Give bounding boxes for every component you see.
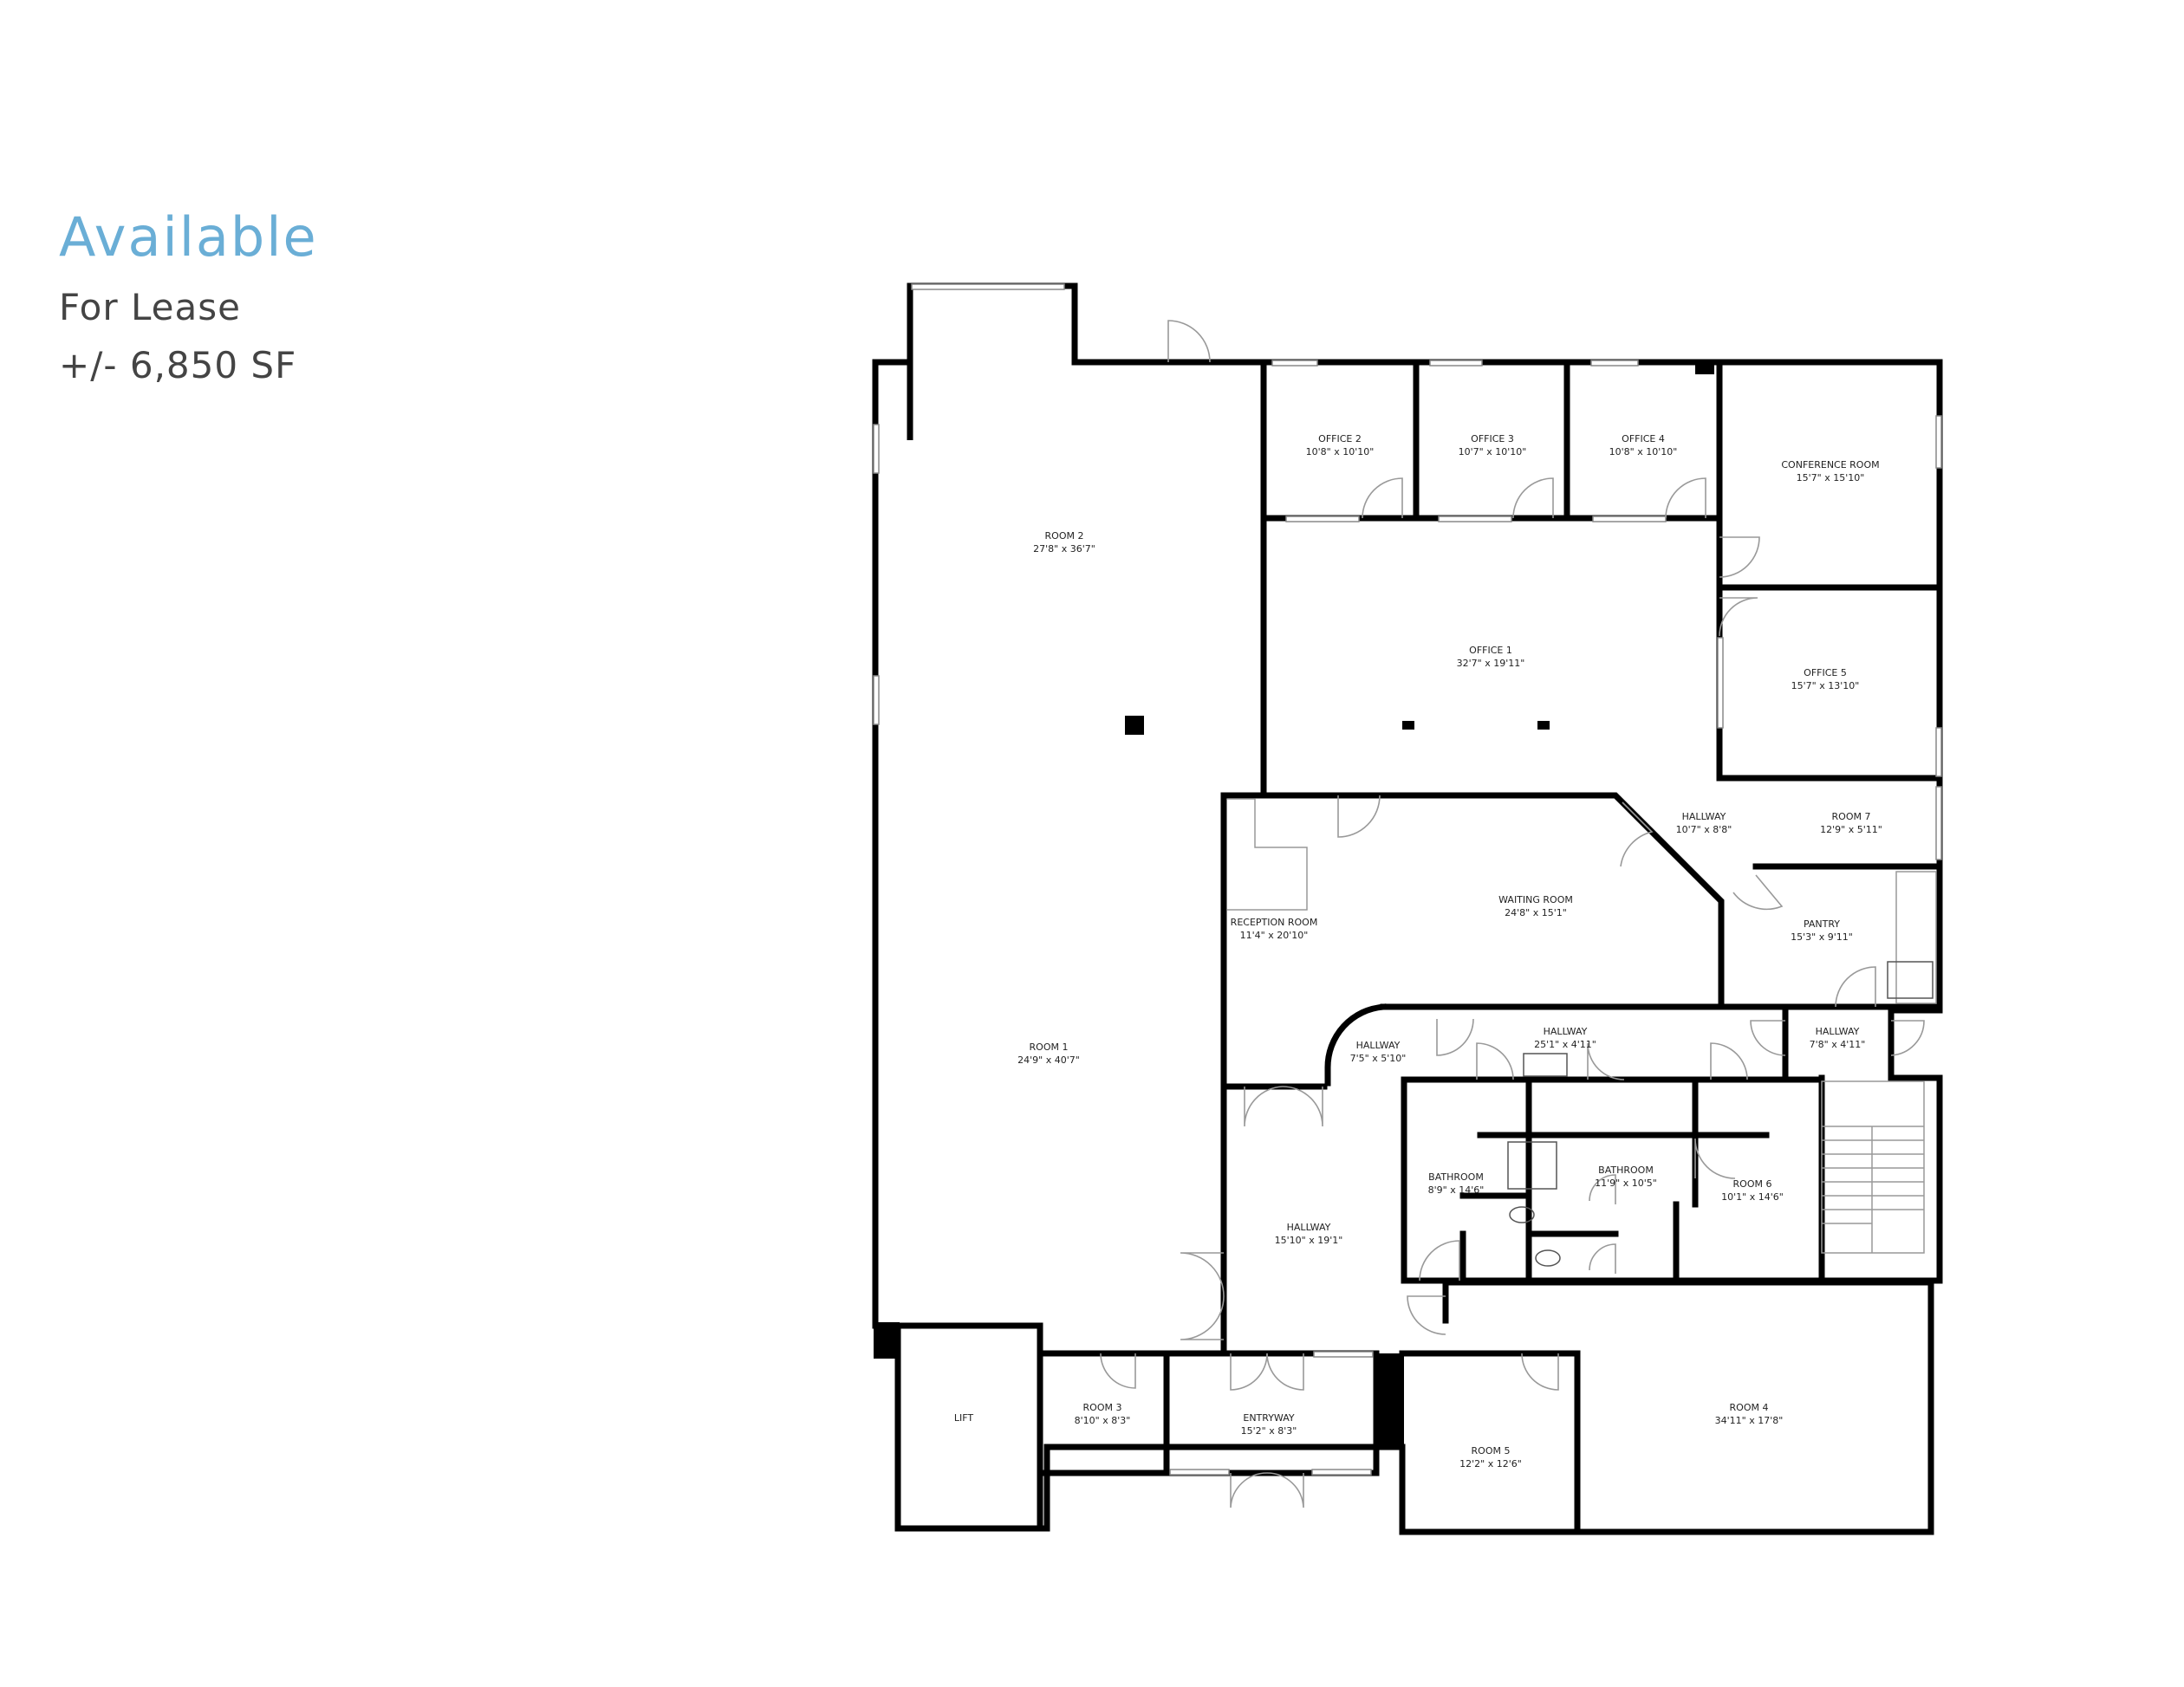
room-dims-office2: 10'8" x 10'10" (1306, 446, 1375, 457)
room-label-bathroom1: BATHROOM (1428, 1171, 1484, 1183)
wall-pillar-2 (1376, 1353, 1404, 1447)
room-dims-office5: 15'7" x 13'10" (1791, 680, 1860, 691)
exterior-walls (872, 282, 1943, 1535)
room-label-bathroom2: BATHROOM (1598, 1165, 1654, 1176)
room-dims-waiting: 24'8" x 15'1" (1505, 907, 1567, 918)
room-dims-entryway: 15'2" x 8'3" (1241, 1425, 1297, 1437)
room-label-room2: ROOM 2 (1045, 530, 1084, 542)
room-label-room5: ROOM 5 (1472, 1445, 1511, 1457)
square-footage: +/- 6,850 SF (59, 343, 297, 386)
listing-header: Available For Lease +/- 6,850 SF (59, 206, 318, 402)
room-dims-room5: 12'2" x 12'6" (1459, 1458, 1522, 1470)
room-dims-hallway2: 7'5" x 5'10" (1350, 1053, 1407, 1064)
room-label-room3: ROOM 3 (1083, 1402, 1122, 1413)
room-dims-room2: 27'8" x 36'7" (1033, 543, 1095, 555)
room-label-conference: CONFERENCE ROOM (1781, 459, 1879, 470)
room-label-entryway: ENTRYWAY (1243, 1412, 1295, 1424)
room-label-lift: LIFT (954, 1412, 974, 1424)
room-label-office5: OFFICE 5 (1804, 667, 1847, 678)
sink-counter (1523, 1053, 1568, 1077)
room-label-hallway1: HALLWAY (1682, 811, 1726, 822)
doors (1100, 320, 1925, 1509)
wall-pillar (874, 1322, 900, 1359)
column-3 (1537, 721, 1550, 730)
room-label-office4: OFFICE 4 (1622, 433, 1665, 444)
toilet (1509, 1206, 1535, 1223)
room-label-room4: ROOM 4 (1730, 1402, 1769, 1413)
room-label-reception: RECEPTION ROOM (1231, 917, 1318, 928)
room-dims-bathroom1: 8'9" x 14'6" (1428, 1184, 1485, 1196)
room-label-hallway3: HALLWAY (1544, 1026, 1588, 1037)
wall-notch (1695, 362, 1714, 374)
room-dims-hallway3: 25'1" x 4'11" (1534, 1039, 1596, 1050)
room-label-hallway4: HALLWAY (1816, 1026, 1860, 1037)
room-label-room7: ROOM 7 (1832, 811, 1871, 822)
room-label-office2: OFFICE 2 (1318, 433, 1362, 444)
pantry-counter (1895, 871, 1937, 1004)
room-dims-room1: 24'9" x 40'7" (1017, 1054, 1080, 1066)
column (1125, 716, 1144, 735)
lease-type: For Lease (59, 286, 241, 329)
room-dims-hallway4: 7'8" x 4'11" (1810, 1039, 1866, 1050)
room-label-room6: ROOM 6 (1733, 1178, 1772, 1190)
reception-desk (1227, 798, 1308, 911)
room-dims-bathroom2: 11'9" x 10'5" (1595, 1178, 1657, 1189)
toilet-2 (1535, 1249, 1561, 1267)
room-label-waiting: WAITING ROOM (1498, 894, 1573, 905)
room-dims-conference: 15'7" x 15'10" (1797, 472, 1865, 483)
sink-vanity (1507, 1141, 1557, 1190)
appliance (1887, 961, 1934, 999)
availability-title: Available (59, 205, 318, 269)
room-label-hallway2: HALLWAY (1356, 1040, 1401, 1051)
room-dims-reception: 11'4" x 20'10" (1240, 930, 1309, 941)
room-dims-hallway5: 15'10" x 19'1" (1275, 1235, 1343, 1246)
room-dims-office1: 32'7" x 19'11" (1457, 658, 1525, 669)
room-label-office3: OFFICE 3 (1471, 433, 1514, 444)
room-label-office1: OFFICE 1 (1469, 645, 1512, 656)
room-labels: ROOM 2 27'8" x 36'7" ROOM 1 24'9" x 40'7… (954, 433, 1882, 1470)
room-dims-pantry: 15'3" x 9'11" (1791, 931, 1853, 943)
stairs (1821, 1080, 1925, 1254)
room-label-hallway5: HALLWAY (1287, 1222, 1331, 1233)
column-2 (1402, 721, 1414, 730)
room-dims-office4: 10'8" x 10'10" (1609, 446, 1678, 457)
room-dims-hallway1: 10'7" x 8'8" (1676, 824, 1732, 835)
room-label-pantry: PANTRY (1804, 918, 1840, 930)
room-dims-room6: 10'1" x 14'6" (1721, 1191, 1784, 1203)
fixtures (1125, 716, 1937, 1267)
windows (873, 283, 1942, 1476)
room-dims-room7: 12'9" x 5'11" (1820, 824, 1882, 835)
room-dims-room3: 8'10" x 8'3" (1075, 1415, 1131, 1426)
room-label-room1: ROOM 1 (1030, 1041, 1069, 1053)
room-dims-office3: 10'7" x 10'10" (1459, 446, 1527, 457)
room-dims-room4: 34'11" x 17'8" (1715, 1415, 1784, 1426)
